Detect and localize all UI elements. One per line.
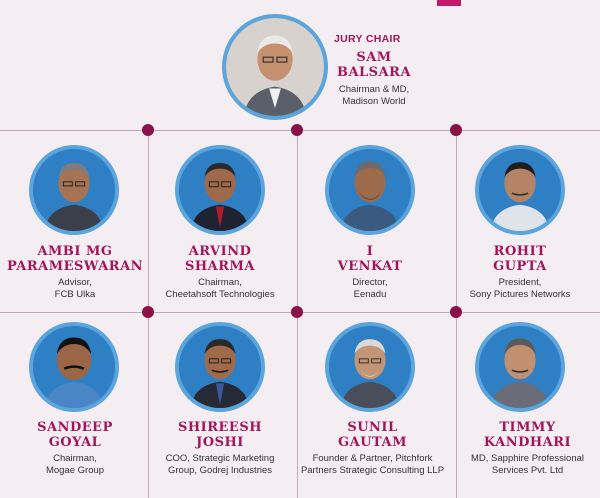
name-line: GOYAL — [48, 435, 102, 450]
name-line: ROHIT — [493, 244, 547, 259]
name-line: SANDEEP — [37, 420, 113, 435]
member-name: SUNIL GAUTAM — [290, 420, 455, 450]
jury-member-card: ARVIND SHARMA Chairman, Cheetahsoft Tech… — [145, 244, 295, 301]
portrait-photo-icon — [329, 149, 411, 231]
portrait-photo-icon — [329, 326, 411, 408]
member-role: Advisor, FCB Ulka — [0, 277, 150, 301]
member-role: President, Sony Pictures Networks — [445, 277, 595, 301]
junction-dot — [142, 306, 154, 318]
role-line: Director, — [352, 277, 388, 288]
junction-dot — [450, 306, 462, 318]
member-name: ROHIT GUPTA — [445, 244, 595, 274]
role-line: Group, Godrej Industries — [167, 465, 273, 476]
name-line: JOSHI — [196, 435, 244, 450]
role-line: Chairman & MD, — [338, 84, 410, 95]
role-line: FCB Ulka — [54, 289, 96, 300]
portrait-photo-icon — [179, 149, 261, 231]
name-line: ARVIND — [188, 244, 252, 259]
junction-dot — [291, 124, 303, 136]
name-line: SUNIL — [347, 420, 398, 435]
name-line: KANDHARI — [483, 435, 572, 450]
member-name: ARVIND SHARMA — [145, 244, 295, 274]
junction-dot — [142, 124, 154, 136]
role-line: Advisor, — [58, 277, 92, 288]
member-name: SANDEEP GOYAL — [0, 420, 150, 450]
jury-member-card: SUNIL GAUTAM Founder & Partner, Pitchfor… — [290, 420, 455, 477]
member-role: COO, Strategic Marketing Group, Godrej I… — [145, 453, 295, 477]
member-name: I VENKAT — [295, 244, 445, 274]
jury-member-card: SANDEEP GOYAL Chairman, Mogae Group — [0, 420, 150, 477]
role-line: Mogae Group — [45, 465, 105, 476]
jury-member-card: I VENKAT Director, Eenadu — [295, 244, 445, 301]
portrait-photo-icon — [226, 18, 324, 116]
portrait-photo-icon — [33, 149, 115, 231]
jury-member-card: ROHIT GUPTA President, Sony Pictures Net… — [445, 244, 595, 301]
name-line: PARAMESWARAN — [6, 259, 144, 274]
member-photo — [325, 145, 415, 235]
corner-tab — [437, 0, 461, 6]
role-line: Madison World — [342, 96, 406, 107]
member-role: Chairman, Cheetahsoft Technologies — [145, 277, 295, 301]
jury-chair-role: Chairman & MD, Madison World — [330, 84, 418, 108]
jury-member-card: AMBI MG PARAMESWARAN Advisor, FCB Ulka — [0, 244, 150, 301]
junction-dot — [291, 306, 303, 318]
portrait-photo-icon — [479, 149, 561, 231]
jury-chair-photo — [222, 14, 328, 120]
member-role: MD, Sapphire Professional Services Pvt. … — [455, 453, 600, 477]
name-line: AMBI MG — [37, 244, 113, 259]
portrait-photo-icon — [479, 326, 561, 408]
jury-chair-label: JURY CHAIR — [334, 33, 401, 45]
jury-member-card: TIMMY KANDHARI MD, Sapphire Professional… — [455, 420, 600, 477]
name-line: GAUTAM — [338, 435, 407, 450]
member-photo — [29, 322, 119, 412]
member-photo — [475, 145, 565, 235]
name-line: SAM — [356, 50, 392, 65]
role-line: Cheetahsoft Technologies — [165, 289, 275, 300]
role-line: Partners Strategic Consulting LLP — [300, 465, 445, 476]
member-role: Director, Eenadu — [295, 277, 445, 301]
name-line: SHARMA — [184, 259, 256, 274]
junction-dot — [450, 124, 462, 136]
member-name: TIMMY KANDHARI — [455, 420, 600, 450]
member-role: Founder & Partner, Pitchfork Partners St… — [290, 453, 455, 477]
portrait-photo-icon — [179, 326, 261, 408]
jury-chair-name: SAM BALSARA — [334, 50, 414, 80]
member-photo — [325, 322, 415, 412]
name-line: TIMMY — [499, 420, 556, 435]
role-line: Founder & Partner, Pitchfork — [312, 453, 433, 464]
role-line: President, — [498, 277, 542, 288]
name-line: BALSARA — [336, 65, 412, 80]
role-line: Services Pvt. Ltd — [491, 465, 564, 476]
role-line: COO, Strategic Marketing — [165, 453, 275, 464]
role-line: Chairman, — [53, 453, 97, 464]
member-photo — [29, 145, 119, 235]
name-line: SHIREESH — [177, 420, 263, 435]
name-line: I — [366, 244, 374, 259]
member-name: AMBI MG PARAMESWARAN — [0, 244, 150, 274]
member-role: Chairman, Mogae Group — [0, 453, 150, 477]
member-photo — [175, 145, 265, 235]
role-line: Eenadu — [353, 289, 387, 300]
role-line: Sony Pictures Networks — [469, 289, 571, 300]
name-line: VENKAT — [337, 259, 403, 274]
role-line: MD, Sapphire Professional — [471, 453, 584, 464]
role-line: Chairman, — [198, 277, 242, 288]
jury-member-card: SHIREESH JOSHI COO, Strategic Marketing … — [145, 420, 295, 477]
member-photo — [175, 322, 265, 412]
portrait-photo-icon — [33, 326, 115, 408]
member-photo — [475, 322, 565, 412]
member-name: SHIREESH JOSHI — [145, 420, 295, 450]
name-line: GUPTA — [493, 259, 547, 274]
